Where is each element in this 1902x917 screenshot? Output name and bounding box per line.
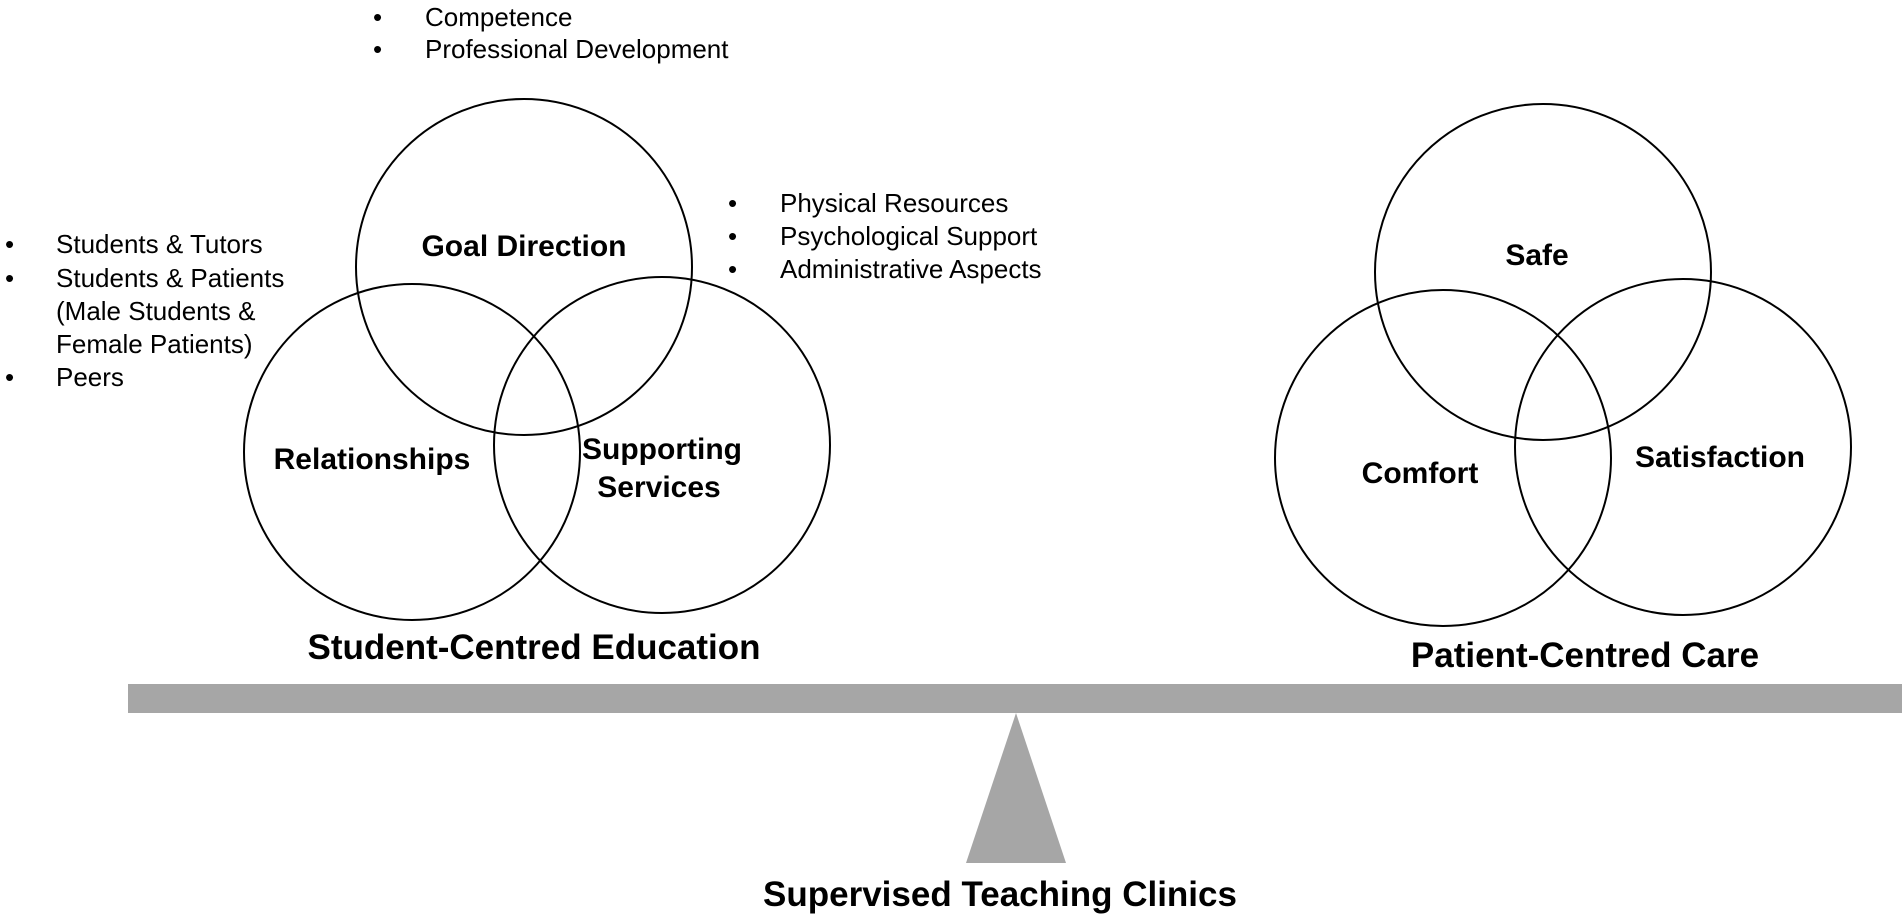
bullet-dot: •: [728, 254, 737, 284]
services-bullet-item: Psychological Support: [780, 221, 1038, 251]
services-bullet-item: Administrative Aspects: [780, 254, 1042, 284]
relationship-bullet-continuation: (Male Students &: [56, 296, 255, 326]
relationships-circle: [243, 283, 581, 621]
patient-centred-venn: Safe Comfort Satisfaction: [1274, 103, 1852, 627]
student-centred-venn: Goal Direction Relationships Supporting …: [243, 98, 831, 621]
fulcrum: [966, 713, 1066, 863]
safe-circle: [1374, 103, 1712, 441]
goal-bullet-item: Professional Development: [425, 34, 729, 64]
bullet-dot: •: [5, 229, 14, 259]
balance-beam: [128, 684, 1902, 713]
bullet-dot: •: [373, 2, 382, 32]
services-bullet-item: Physical Resources: [780, 188, 1008, 218]
safe-label: Safe: [1505, 239, 1568, 272]
relationship-bullet-item: Peers: [56, 362, 124, 392]
goal-direction-label: Goal Direction: [421, 230, 626, 263]
supporting-services-circle: [493, 276, 831, 614]
relationship-bullet-item: Students & Tutors: [56, 229, 263, 259]
comfort-circle: [1274, 289, 1612, 627]
patient-centred-care-title: Patient-Centred Care: [1411, 636, 1759, 675]
goal-bullet-list: • Competence • Professional Development: [373, 2, 729, 64]
supporting-services-label: Services: [597, 471, 720, 504]
goal-bullet-item: Competence: [425, 2, 572, 32]
supporting-services-label: Supporting: [582, 433, 742, 466]
bullet-dot: •: [373, 34, 382, 64]
relationship-bullet-item: Students & Patients: [56, 263, 284, 293]
bullet-dot: •: [5, 362, 14, 392]
relationship-bullet-list: • Students & Tutors • Students & Patient…: [5, 229, 284, 392]
bullet-dot: •: [5, 263, 14, 293]
relationships-label: Relationships: [274, 443, 471, 476]
comfort-label: Comfort: [1362, 457, 1479, 490]
student-centred-education-title: Student-Centred Education: [307, 628, 760, 667]
goal-direction-circle: [355, 98, 693, 436]
relationship-bullet-continuation: Female Patients): [56, 329, 253, 359]
satisfaction-label: Satisfaction: [1635, 441, 1805, 474]
bullet-dot: •: [728, 188, 737, 218]
supervised-teaching-clinics-label: Supervised Teaching Clinics: [763, 875, 1237, 914]
bullet-dot: •: [728, 221, 737, 251]
satisfaction-circle: [1514, 278, 1852, 616]
services-bullet-list: • Physical Resources • Psychological Sup…: [728, 188, 1042, 284]
